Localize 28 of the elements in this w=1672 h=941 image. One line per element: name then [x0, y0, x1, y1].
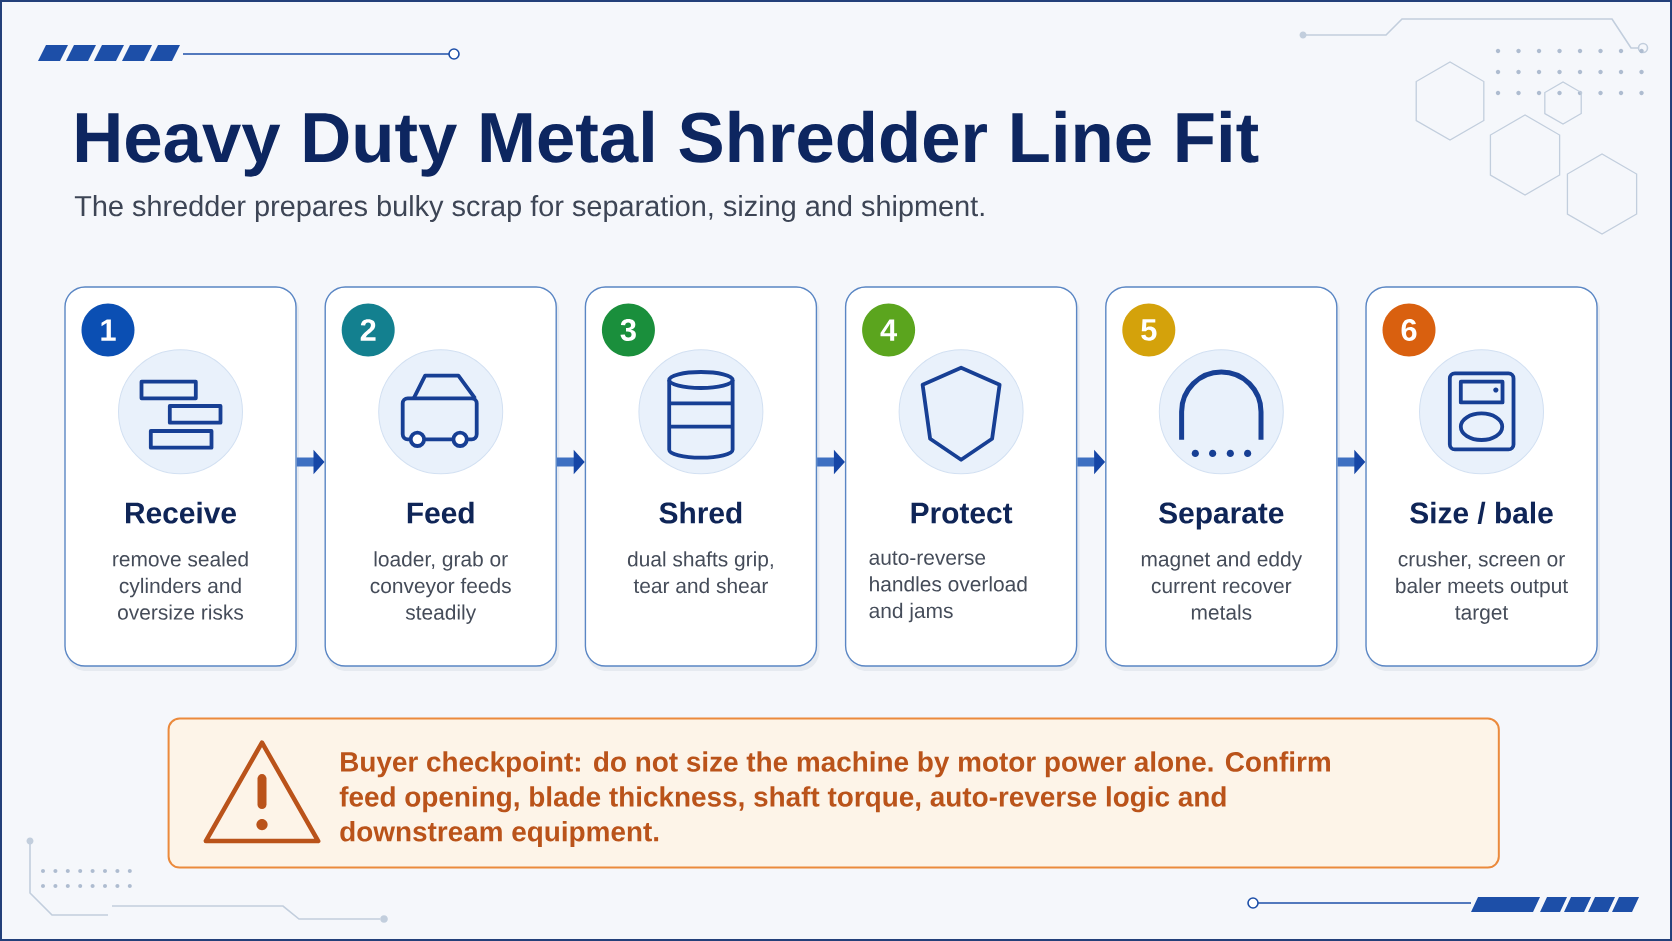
number-badge: 4 — [862, 303, 916, 357]
number-badge: 1 — [81, 303, 135, 357]
step-card — [584, 286, 818, 667]
step-title: Protect — [911, 502, 1013, 524]
step-title: Feed — [407, 501, 474, 524]
warning-box — [167, 717, 1500, 869]
step-card — [64, 286, 297, 667]
step-text: loader, grab or conveyor feeds steadily — [370, 551, 511, 624]
step-card — [1105, 286, 1338, 667]
step-card — [324, 286, 557, 667]
step-text: magnet and eddy current recover metals — [1141, 551, 1303, 620]
step-title: Separate — [1159, 502, 1284, 530]
number-badge: 5 — [1122, 303, 1176, 357]
step-card — [1365, 286, 1598, 667]
step-text: auto-reverse handles overload and jams — [869, 551, 1027, 623]
title: Heavy Duty Metal Shredder Line Fit — [76, 110, 1259, 177]
step-card — [844, 286, 1078, 667]
number-badge: 2 — [341, 303, 395, 357]
step-title: Size / bale — [1410, 501, 1553, 524]
warning-text: Buyer checkpoint: do not size the machine by motor power alone. Confirm feed opening, blade thickness, shaft torque, auto-reverse logic and downstream equipment. — [339, 751, 1330, 848]
number-badge: 3 — [601, 303, 655, 357]
number-badge: 6 — [1382, 303, 1436, 357]
step-text: crusher, screen or baler meets output target — [1396, 551, 1568, 624]
subtitle: The shredder prepares bulky scrap for separation, sizing and shipment. — [74, 195, 984, 222]
step-title: Shred — [659, 501, 742, 524]
step-text: remove sealed cylinders and oversize risks — [113, 551, 248, 620]
step-text: dual shafts grip, tear and shear — [627, 551, 773, 594]
step-title: Receive — [126, 501, 236, 524]
